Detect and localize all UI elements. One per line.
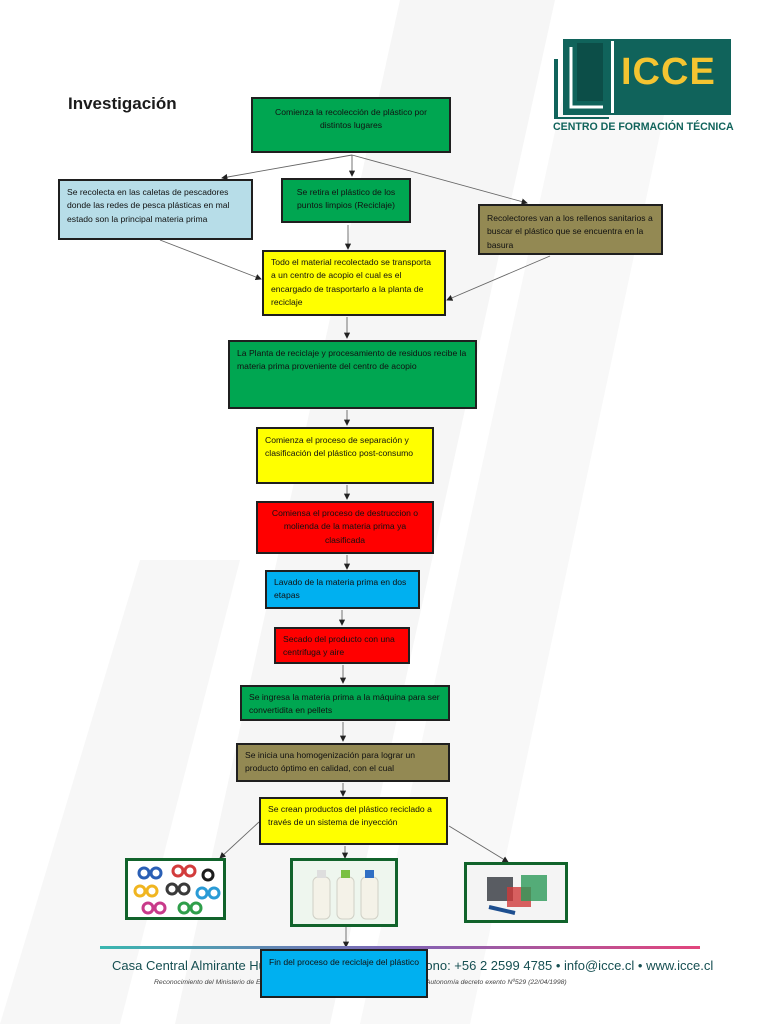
arrow-recolectores-transporte bbox=[446, 255, 551, 301]
logo-subtitle: CENTRO DE FORMACIÓN TÉCNICA bbox=[553, 121, 734, 133]
image-containers bbox=[464, 862, 568, 923]
arrow-caletas-transporte bbox=[159, 239, 262, 280]
node-caletas: Se recolecta en las caletas de pescadore… bbox=[58, 179, 253, 240]
arrow-productos-contenedores bbox=[448, 825, 509, 863]
node-planta: La Planta de reciclaje y procesamiento d… bbox=[228, 340, 477, 409]
node-puntos: Se retira el plástico de los puntos limp… bbox=[281, 178, 411, 223]
bottles-icon bbox=[293, 861, 395, 924]
node-destruccion: Comiensa el proceso de destruccion o mol… bbox=[256, 501, 434, 554]
arrow-start-caletas bbox=[221, 154, 353, 181]
book-icon bbox=[554, 39, 731, 119]
containers-icon bbox=[467, 865, 565, 920]
footer-divider bbox=[100, 946, 700, 949]
image-sunglasses bbox=[125, 858, 226, 920]
arrow-start-recolectores bbox=[351, 154, 528, 205]
arrow-productos-gafas bbox=[219, 821, 260, 859]
node-fin: Fin del proceso de reciclaje del plástic… bbox=[260, 949, 428, 998]
image-bottles bbox=[290, 858, 398, 927]
logo-wordmark: ICCE bbox=[621, 51, 716, 93]
node-lavado: Lavado de la materia prima en dos etapas bbox=[265, 570, 420, 609]
sunglasses-icon bbox=[133, 864, 221, 915]
node-separacion: Comienza el proceso de separación y clas… bbox=[256, 427, 434, 484]
node-productos: Se crean productos del plástico reciclad… bbox=[259, 797, 448, 845]
node-pellets: Se ingresa la materia prima a la máquina… bbox=[240, 685, 450, 721]
node-secado: Secado del producto con una centrifuga y… bbox=[274, 627, 410, 664]
node-start: Comienza la recolección de plástico por … bbox=[251, 97, 451, 153]
node-transporte: Todo el material recolectado se transpor… bbox=[262, 250, 446, 316]
node-recolectores: Recolectores van a los rellenos sanitari… bbox=[478, 204, 663, 255]
page-title: Investigación bbox=[68, 94, 177, 113]
node-homogenizacion: Se inicia una homogenización para lograr… bbox=[236, 743, 450, 782]
